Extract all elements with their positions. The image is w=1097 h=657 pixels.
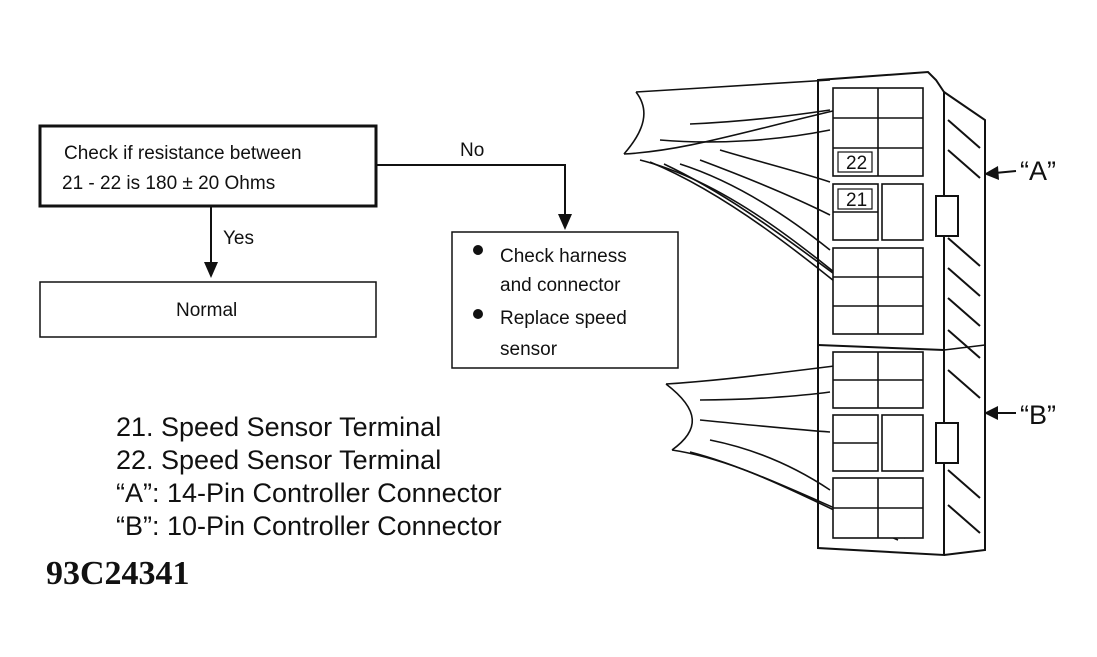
check-harness-line2: and connector <box>500 275 621 296</box>
connector-b-pin-grid <box>832 351 924 539</box>
callout-b-arrowhead <box>984 406 998 420</box>
check-resistance-line1: Check if resistance between <box>64 143 302 164</box>
terminal-21-label: 21 <box>846 190 867 211</box>
connector-side-face <box>943 91 986 556</box>
flowchart: Check if resistance between 21 - 22 is 1… <box>38 124 679 369</box>
check-resistance-line2: 21 - 22 is 180 ± 20 Ohms <box>62 173 275 194</box>
no-branch-line <box>376 164 566 220</box>
connector-ridges <box>947 119 981 534</box>
replace-sensor-line1: Replace speed <box>500 308 627 329</box>
legend: 21. Speed Sensor Terminal 22. Speed Sens… <box>116 412 502 541</box>
connector-divider <box>817 344 945 351</box>
yes-branch-arrowhead <box>204 262 218 278</box>
connector-a-pin-grid: 22 21 <box>832 87 924 335</box>
connector-illustration: 22 21 “A” <box>623 70 1056 557</box>
terminal-22-label-box <box>837 151 873 173</box>
locking-tab-b <box>935 422 959 464</box>
locking-tab-a <box>935 195 959 237</box>
replace-sensor-line2: sensor <box>500 339 558 360</box>
callout-a-line <box>994 170 1017 174</box>
bullet-icon <box>473 309 483 319</box>
legend-item-a: “A”: 14-Pin Controller Connector <box>116 478 502 508</box>
terminal-22-label: 22 <box>846 153 867 174</box>
large-pin-a <box>881 183 924 241</box>
legend-item-22: 22. Speed Sensor Terminal <box>116 445 441 475</box>
bullet-icon <box>473 245 483 255</box>
no-label: No <box>460 140 484 161</box>
yes-label: Yes <box>223 228 254 249</box>
legend-item-21: 21. Speed Sensor Terminal <box>116 412 441 442</box>
large-pin-b <box>881 414 924 472</box>
normal-box <box>39 281 377 338</box>
action-box <box>451 231 679 369</box>
check-resistance-box <box>38 124 378 208</box>
legend-item-b: “B”: 10-Pin Controller Connector <box>116 511 502 541</box>
connector-b-label: “B” <box>1020 400 1056 430</box>
callout-a-arrowhead <box>984 166 999 180</box>
figure-id: 93C24341 <box>46 555 190 592</box>
normal-label: Normal <box>176 300 237 321</box>
terminal-21-label-box <box>837 188 873 210</box>
no-branch-arrowhead <box>558 214 572 230</box>
check-harness-line1: Check harness <box>500 246 627 267</box>
connector-a-label: “A” <box>1020 156 1056 186</box>
